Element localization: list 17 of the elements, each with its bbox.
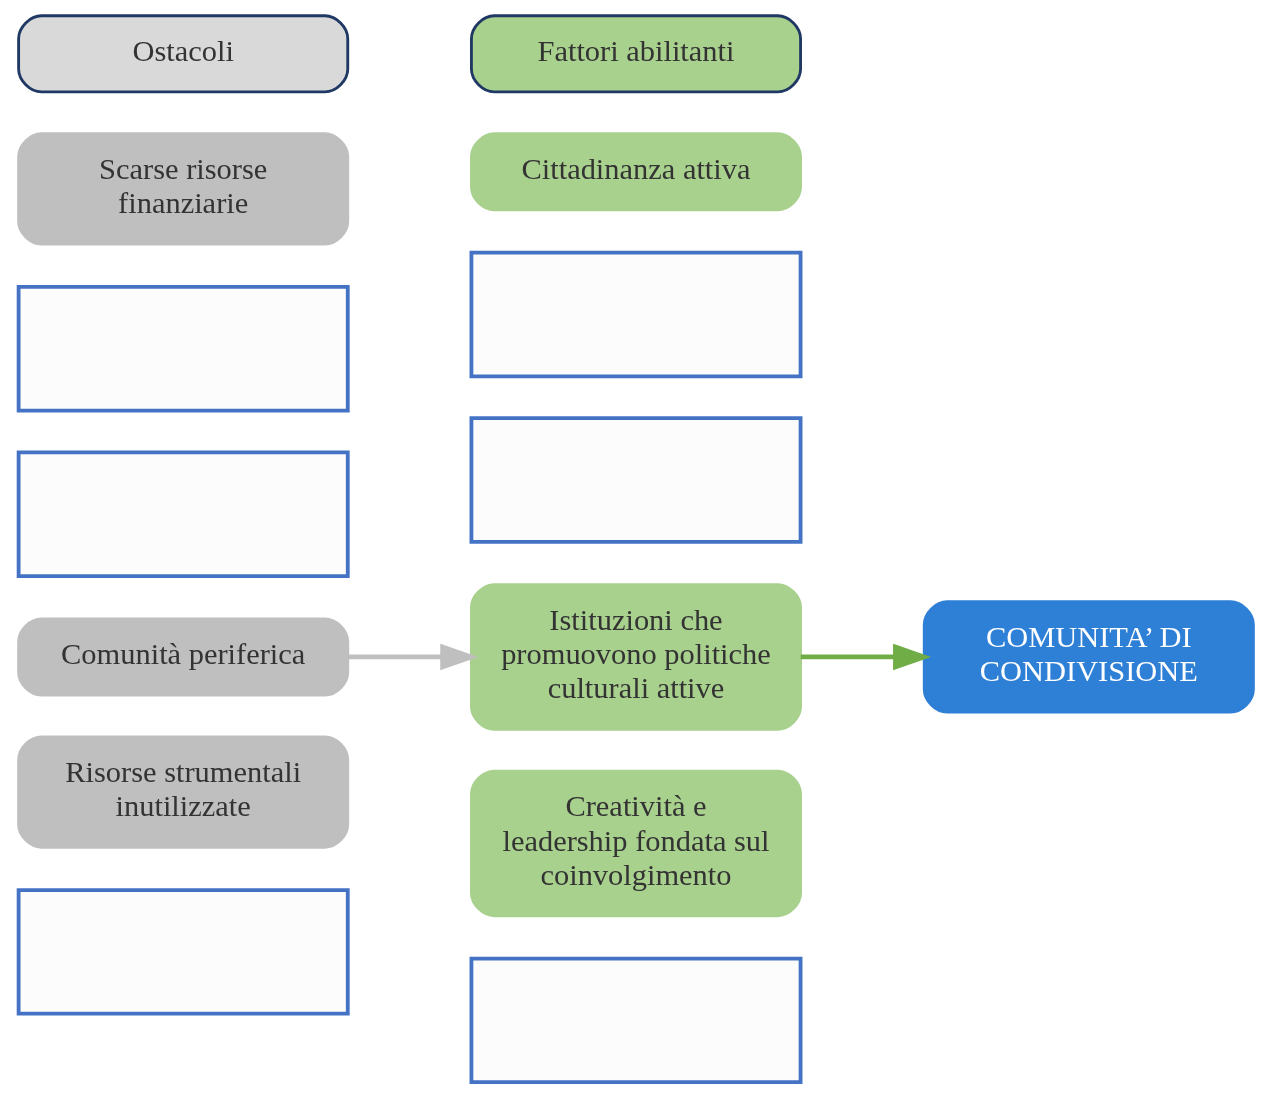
node-box: COMUNITA’ DI CONDIVISIONE — [922, 600, 1255, 714]
arrow — [347, 643, 478, 671]
node-box: Creatività e leadership fondata sul coinvolgimento — [469, 769, 802, 918]
node-box: Scarse risorse finanziarie — [16, 132, 349, 246]
node-box — [469, 416, 802, 544]
arrow — [800, 643, 931, 671]
node-box: Fattori abilitanti — [469, 14, 802, 94]
node-box — [16, 285, 350, 413]
node-box — [16, 888, 350, 1016]
node-box: Comunità periferica — [16, 617, 349, 697]
node-box: Istituzioni che promuovono politiche culturali attive — [469, 583, 802, 731]
node-box — [16, 450, 350, 578]
node-box: Risorse strumentali inutilizzate — [16, 735, 349, 849]
node-box: Ostacoli — [16, 14, 349, 94]
node-box — [469, 956, 802, 1085]
node-box: Cittadinanza attiva — [469, 132, 802, 212]
node-box — [469, 250, 802, 379]
